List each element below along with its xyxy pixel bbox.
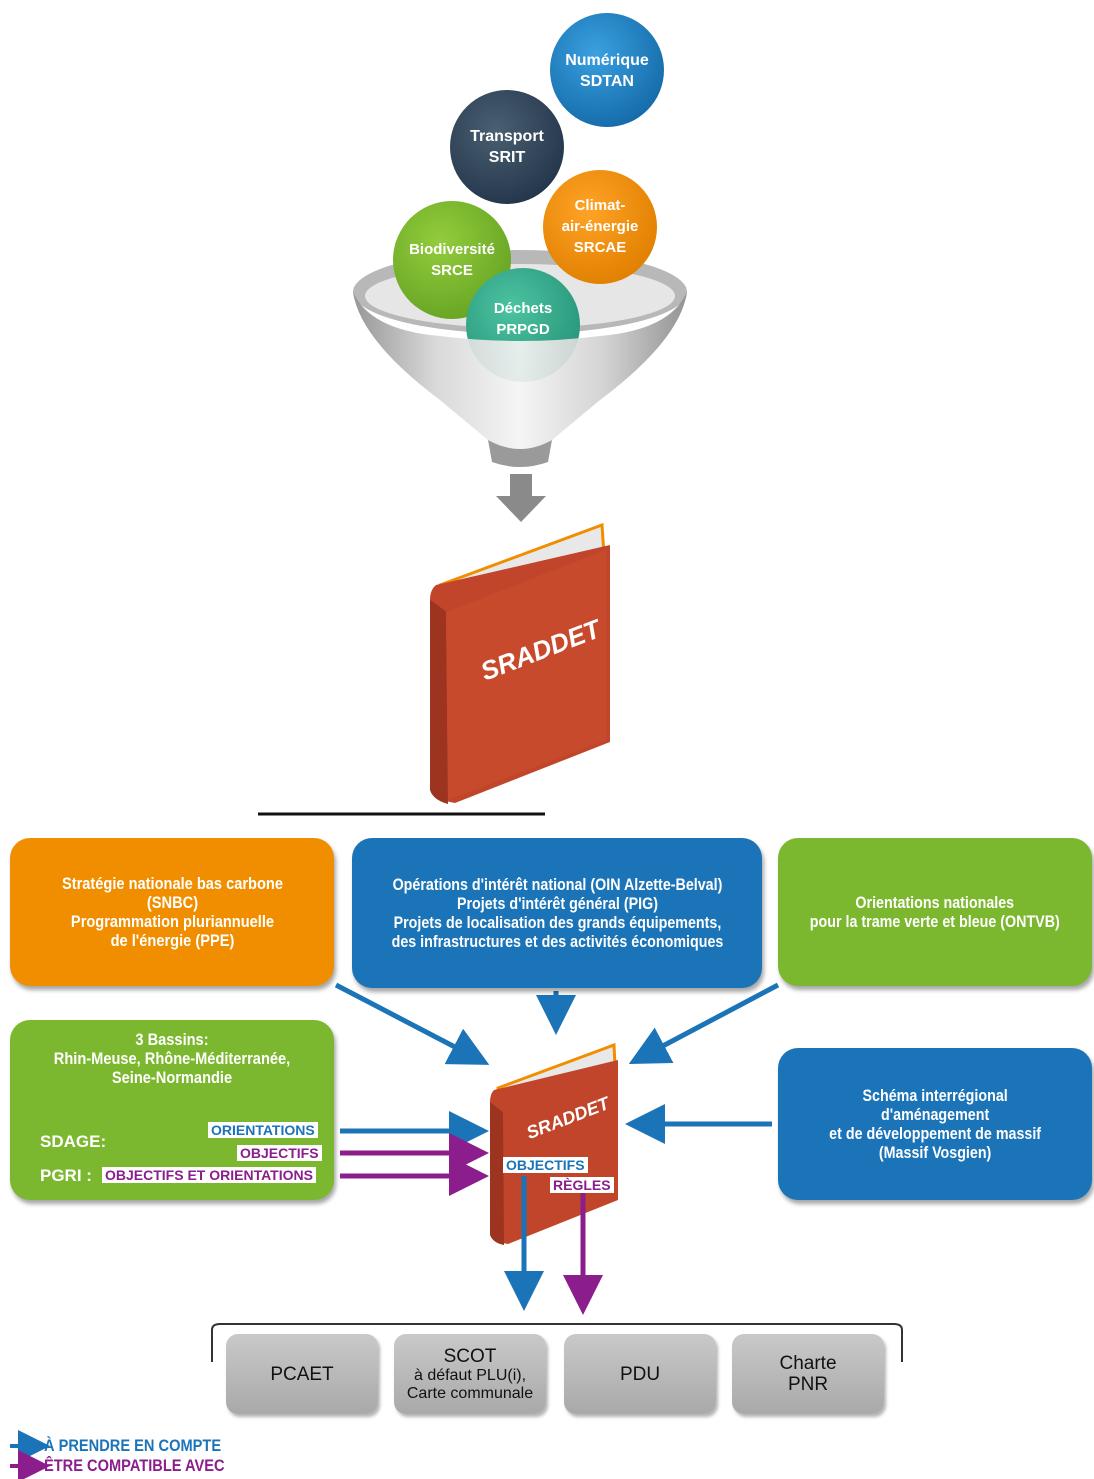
bottom-bracket bbox=[211, 1323, 903, 1362]
tag-objectifs-et-orientations: OBJECTIFS ET ORIENTATIONS bbox=[102, 1167, 316, 1183]
book-top bbox=[430, 522, 610, 804]
book-tag-objectifs: OBJECTIFS bbox=[503, 1157, 588, 1173]
box-charte-pnr: Charte PNR bbox=[732, 1334, 884, 1414]
arrows-etre-compatible bbox=[340, 1133, 603, 1315]
circle-climat-label: Climat- air-énergie SRCAE bbox=[561, 197, 639, 256]
box-massif: Schéma interrégional d'aménagement et de… bbox=[778, 1048, 1092, 1200]
tag-objectifs: OBJECTIFS bbox=[237, 1145, 322, 1161]
book-tag-regles: RÈGLES bbox=[550, 1177, 614, 1193]
box-pcaet: PCAET bbox=[226, 1334, 378, 1414]
box-oin-pig: Opérations d'intérêt national (OIN Alzet… bbox=[352, 838, 762, 988]
tag-orientations: ORIENTATIONS bbox=[208, 1122, 318, 1138]
circle-dechets-label: Déchets PRPGD bbox=[493, 300, 553, 338]
funnel-down-arrow bbox=[496, 474, 546, 522]
box-pdu: PDU bbox=[564, 1334, 716, 1414]
circle-numerique-label: Numérique SDTAN bbox=[565, 52, 649, 90]
circle-biodiversite-label: Biodiversité SRCE bbox=[409, 241, 495, 279]
legend-etre-compatible: ÊTRE COMPATIBLE AVEC bbox=[44, 1456, 225, 1475]
funnel-body bbox=[353, 292, 687, 467]
sdage-label: SDAGE: bbox=[40, 1132, 107, 1151]
book-center bbox=[490, 1042, 618, 1245]
circle-climat bbox=[543, 170, 657, 284]
box-ontvb: Orientations nationales pour la trame ve… bbox=[778, 838, 1092, 986]
box-scot: SCOT à défaut PLU(i), Carte communale bbox=[394, 1334, 546, 1414]
circle-numerique bbox=[550, 13, 664, 127]
circle-transport bbox=[450, 90, 564, 204]
legend-prendre-en-compte: À PRENDRE EN COMPTE bbox=[44, 1436, 222, 1455]
box-snbc-ppe: Stratégie nationale bas carbone (SNBC) P… bbox=[10, 838, 334, 986]
circle-transport-label: Transport SRIT bbox=[470, 128, 544, 166]
legend-arrows bbox=[10, 1430, 50, 1479]
pgri-label: PGRI : bbox=[40, 1166, 92, 1185]
arrows-prendre-en-compte bbox=[334, 982, 780, 1311]
